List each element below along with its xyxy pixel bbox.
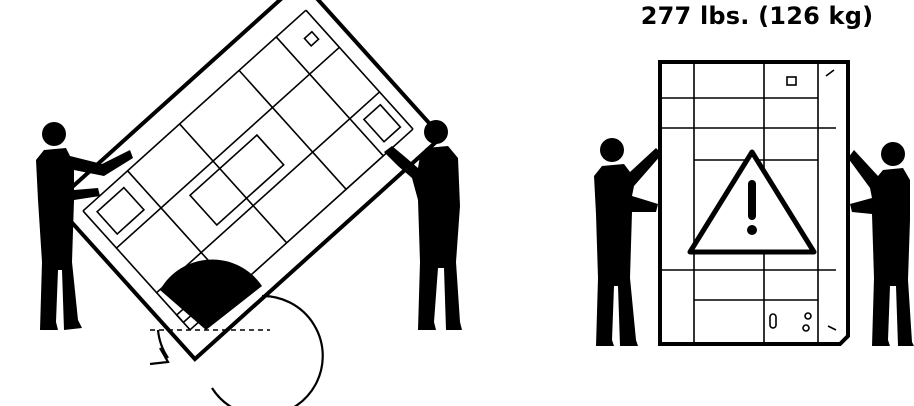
- rotation-arrow-icon: [149, 294, 324, 406]
- panel-weight-label: 277 lbs. (126 kg): [640, 2, 874, 30]
- person-left-upright: [594, 138, 662, 346]
- person-right-upright: [848, 142, 914, 346]
- warning-triangle-icon: [687, 149, 817, 255]
- person-left-tilt: [36, 122, 133, 330]
- tilted-display-panel: [51, 0, 445, 362]
- pivot-wedge: [160, 259, 262, 330]
